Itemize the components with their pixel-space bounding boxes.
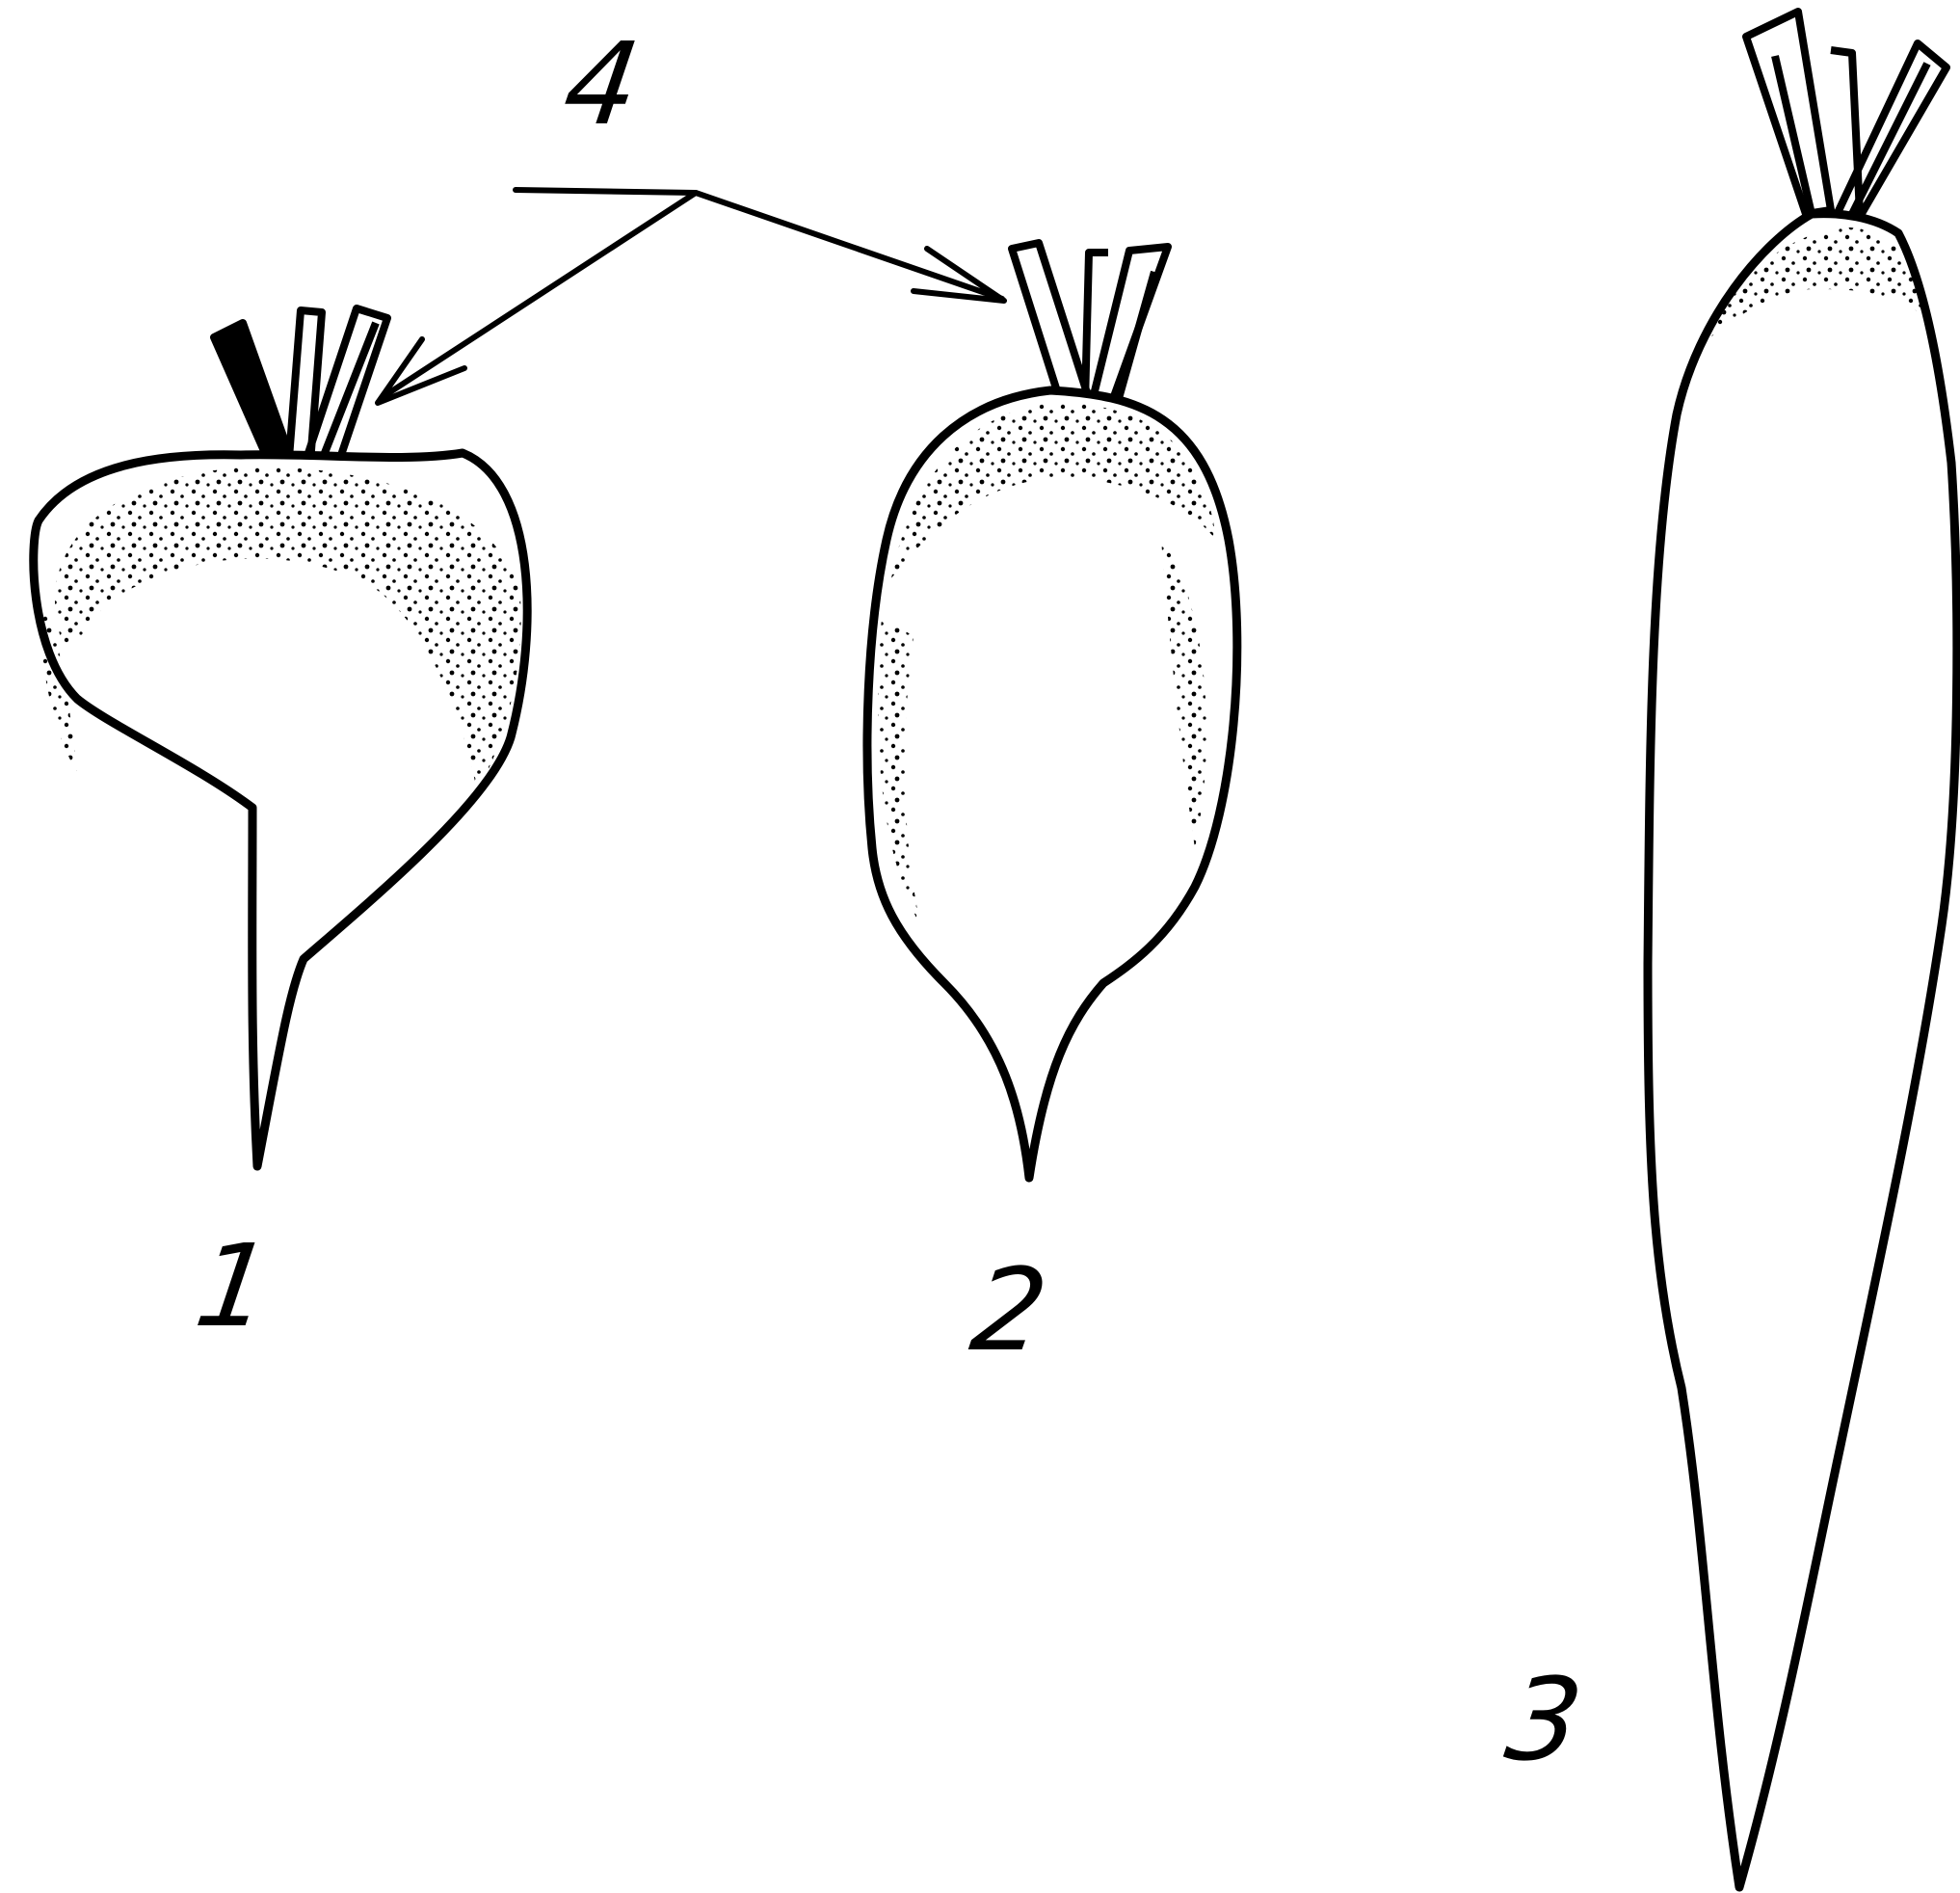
root-1-round (34, 308, 527, 1166)
leader-to-root-2 (696, 193, 1002, 299)
root-1-stem-icon (214, 308, 387, 468)
leader-to-root-1 (385, 193, 696, 395)
root-2-oval (867, 243, 1237, 1178)
pointer-lines (378, 190, 1004, 403)
root-3-long (1648, 12, 1957, 1887)
root-3-body (1648, 214, 1957, 1887)
root-2-stem-icon (1012, 243, 1168, 413)
leader-horizontal (516, 190, 696, 193)
root-3-stem-icon (1746, 12, 1947, 218)
